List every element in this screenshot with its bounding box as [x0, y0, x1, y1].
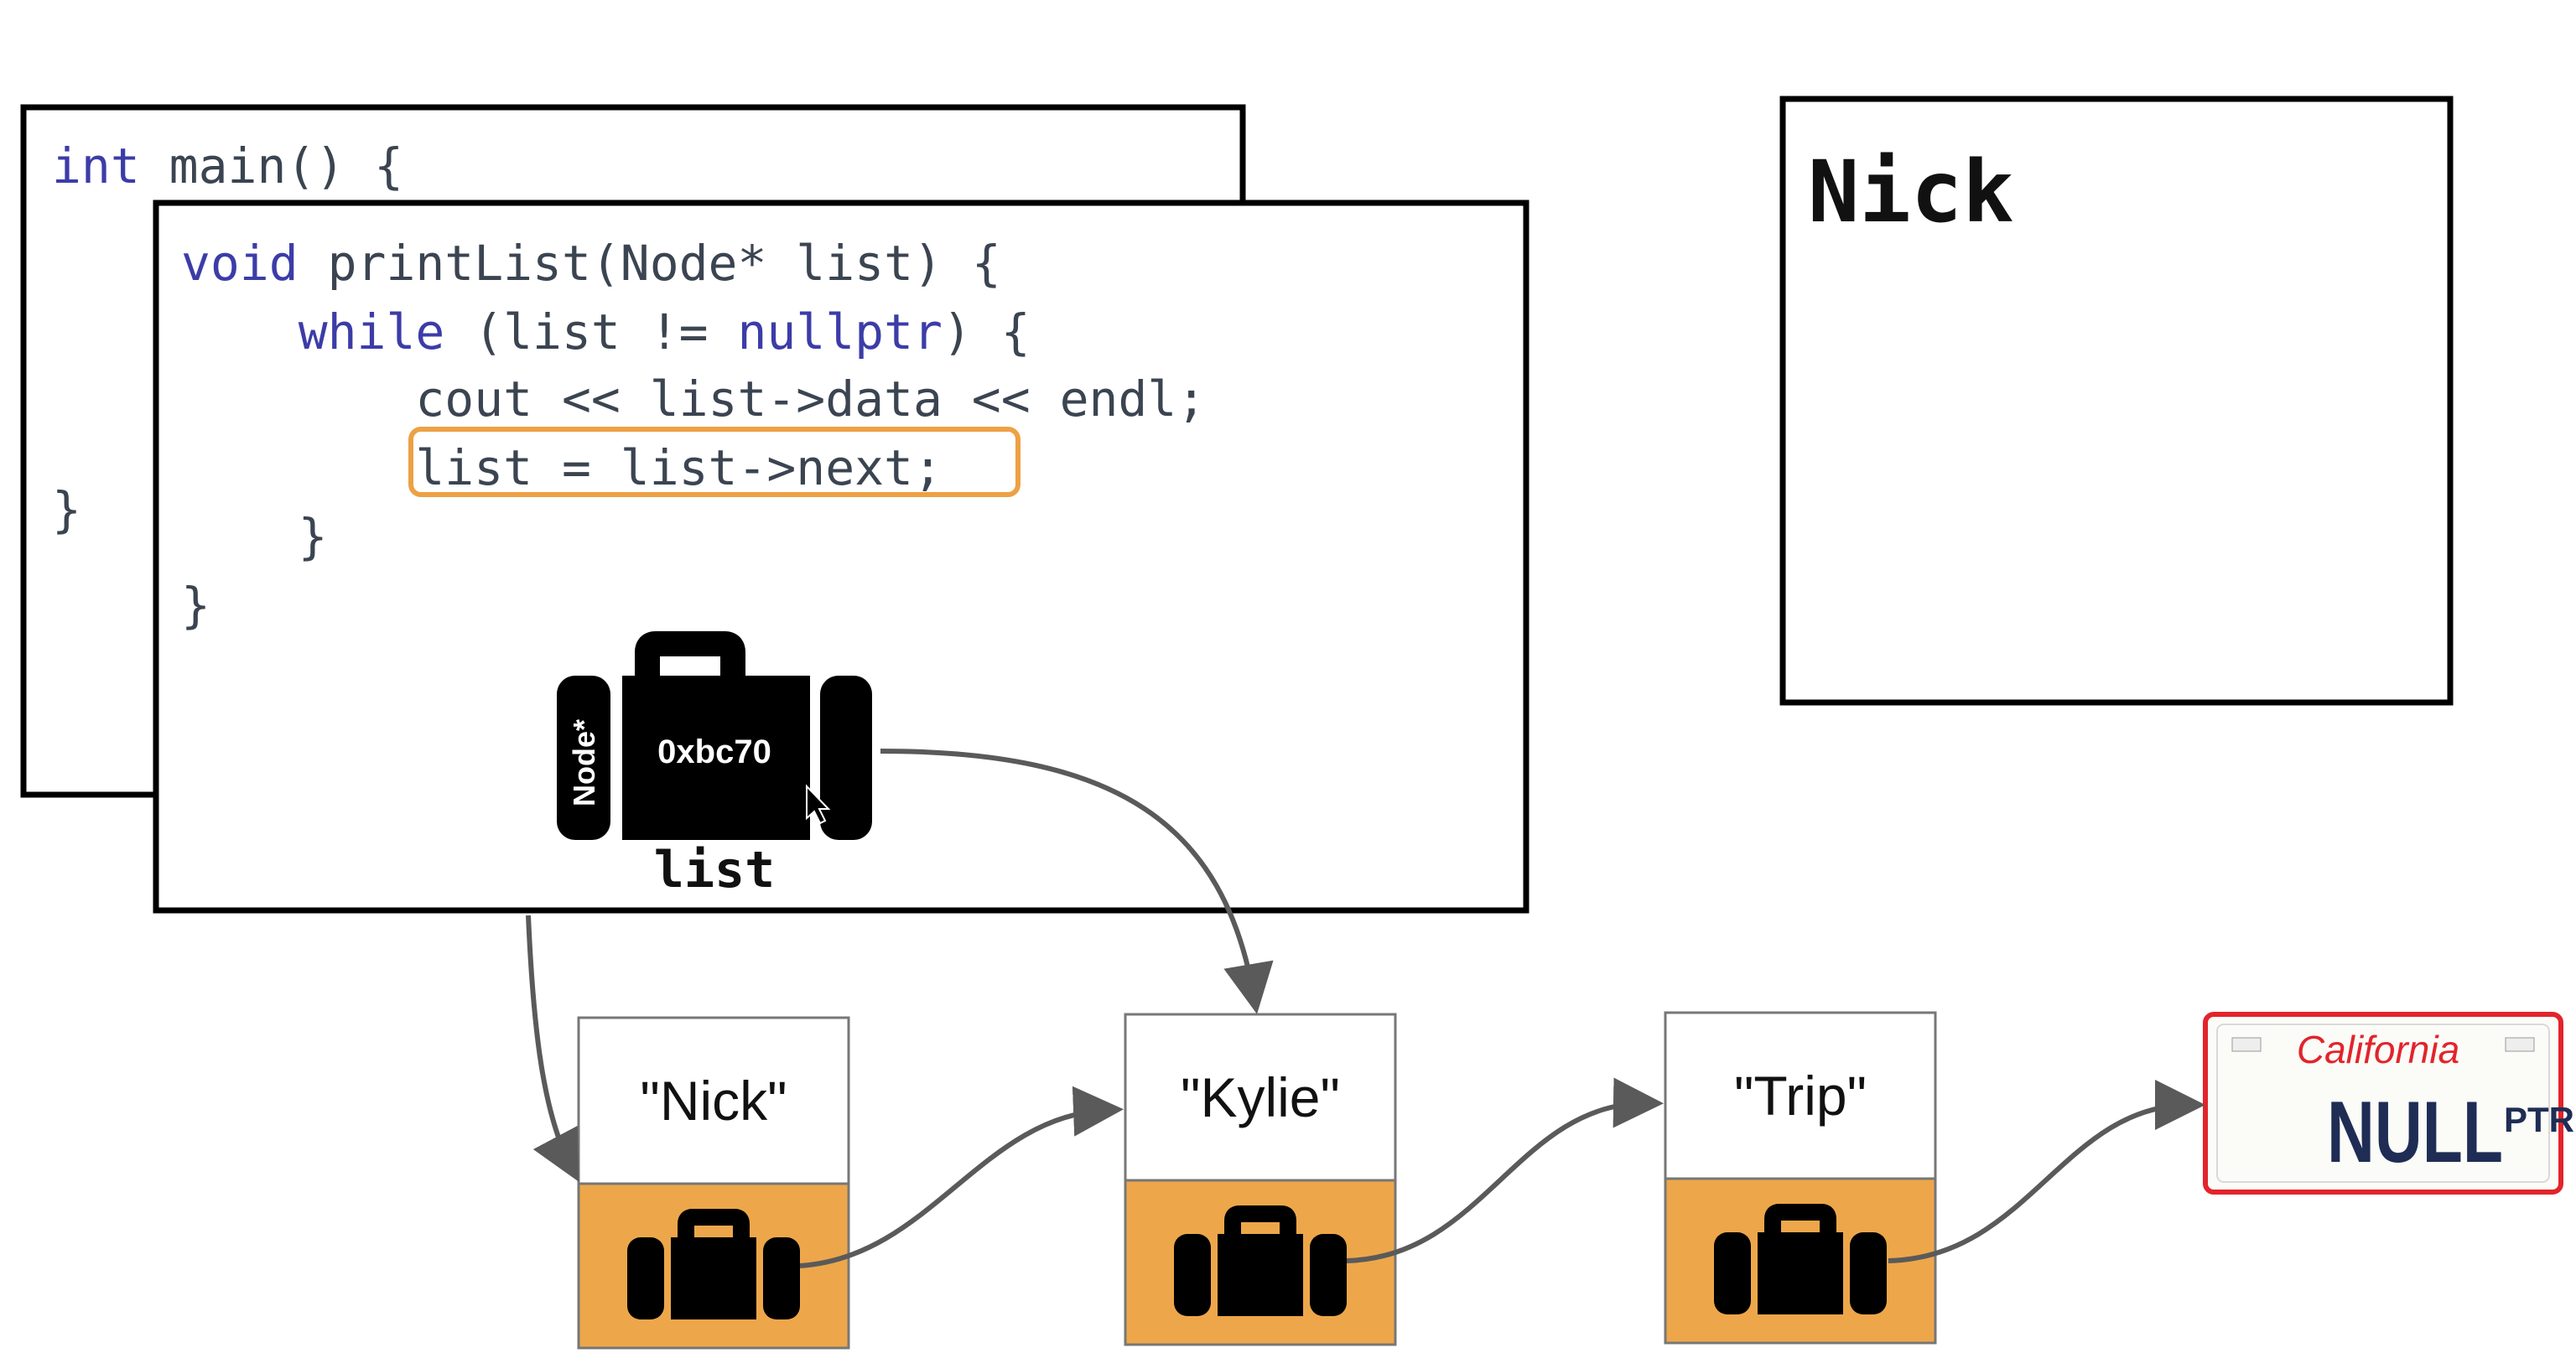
arrow-trip-to-nullptr	[1888, 1080, 2205, 1263]
code-keyword: void	[181, 235, 299, 292]
nullptr-license-plate: California NULL PTR	[2203, 1012, 2574, 1195]
arrow-nick-to-kylie	[799, 1086, 1124, 1268]
code-text: list = list->next;	[181, 439, 943, 496]
node-kylie: "Kylie"	[1124, 1013, 1397, 1346]
suitcase-body	[622, 676, 810, 840]
suitcase-icon	[1714, 1204, 1887, 1314]
pointer-type-label: Node*	[567, 719, 601, 806]
pointer-variable-name: list	[654, 841, 776, 899]
code-keyword: nullptr	[738, 303, 943, 360]
arrow-stack-to-nick	[526, 915, 579, 1182]
printlist-code-line-6: }	[181, 577, 210, 634]
plate-suffix-label: PTR	[2504, 1100, 2574, 1139]
suitcase-icon	[627, 1209, 800, 1319]
node-data-label: "Nick"	[640, 1070, 787, 1132]
main-code-line-1: int main() {	[52, 137, 403, 194]
code-text: }	[52, 481, 81, 538]
node-data-label: "Trip"	[1734, 1065, 1867, 1127]
code-keyword: int	[52, 137, 140, 194]
suitcase-left-pocket	[557, 676, 610, 840]
pointer-variable-list: Node* 0xbc70 list	[557, 631, 872, 899]
code-text: }	[181, 508, 328, 565]
code-text: cout << list->data << endl;	[181, 371, 1206, 428]
arrow-kylie-to-trip	[1346, 1077, 1664, 1263]
linked-list: "Nick" "Kylie" "Trip"	[577, 1011, 2574, 1350]
printlist-stack-frame: void printList(Node* list) { while (list…	[153, 200, 1530, 914]
suitcase-handle	[635, 631, 745, 676]
code-text: printList(Node* list) {	[299, 235, 1001, 292]
node-nick: "Nick"	[577, 1016, 850, 1350]
current-line-highlight	[408, 427, 1021, 497]
code-text: }	[181, 577, 210, 634]
plate-state-label: California	[2297, 1028, 2459, 1071]
code-text	[181, 303, 299, 360]
console-output-text: Nick	[1808, 143, 2014, 242]
printlist-code-line-1: void printList(Node* list) {	[181, 235, 1001, 292]
code-text: (list !=	[444, 303, 737, 360]
printlist-code-line-4: list = list->next;	[181, 439, 943, 496]
mouse-cursor-icon	[806, 784, 831, 825]
plate-main-label: NULL	[2327, 1084, 2503, 1181]
code-keyword: while	[299, 303, 445, 360]
pointer-address: 0xbc70	[657, 734, 771, 770]
arrow-list-pointer-to-kylie	[880, 749, 1274, 1014]
printlist-code-line-3: cout << list->data << endl;	[181, 371, 1206, 428]
node-data-label: "Kylie"	[1181, 1066, 1340, 1128]
printlist-code-line-2: while (list != nullptr) {	[181, 303, 1031, 360]
main-code-line-2: }	[52, 481, 81, 538]
node-trip: "Trip"	[1664, 1011, 1937, 1345]
printlist-code-line-5: }	[181, 508, 328, 565]
suitcase-icon	[1174, 1205, 1347, 1316]
console-output-box: Nick	[1779, 96, 2454, 706]
suitcase-right-pocket	[820, 676, 872, 840]
code-text: ) {	[943, 303, 1031, 360]
code-text: main() {	[140, 137, 403, 194]
pointer-arrows	[526, 749, 2205, 1268]
